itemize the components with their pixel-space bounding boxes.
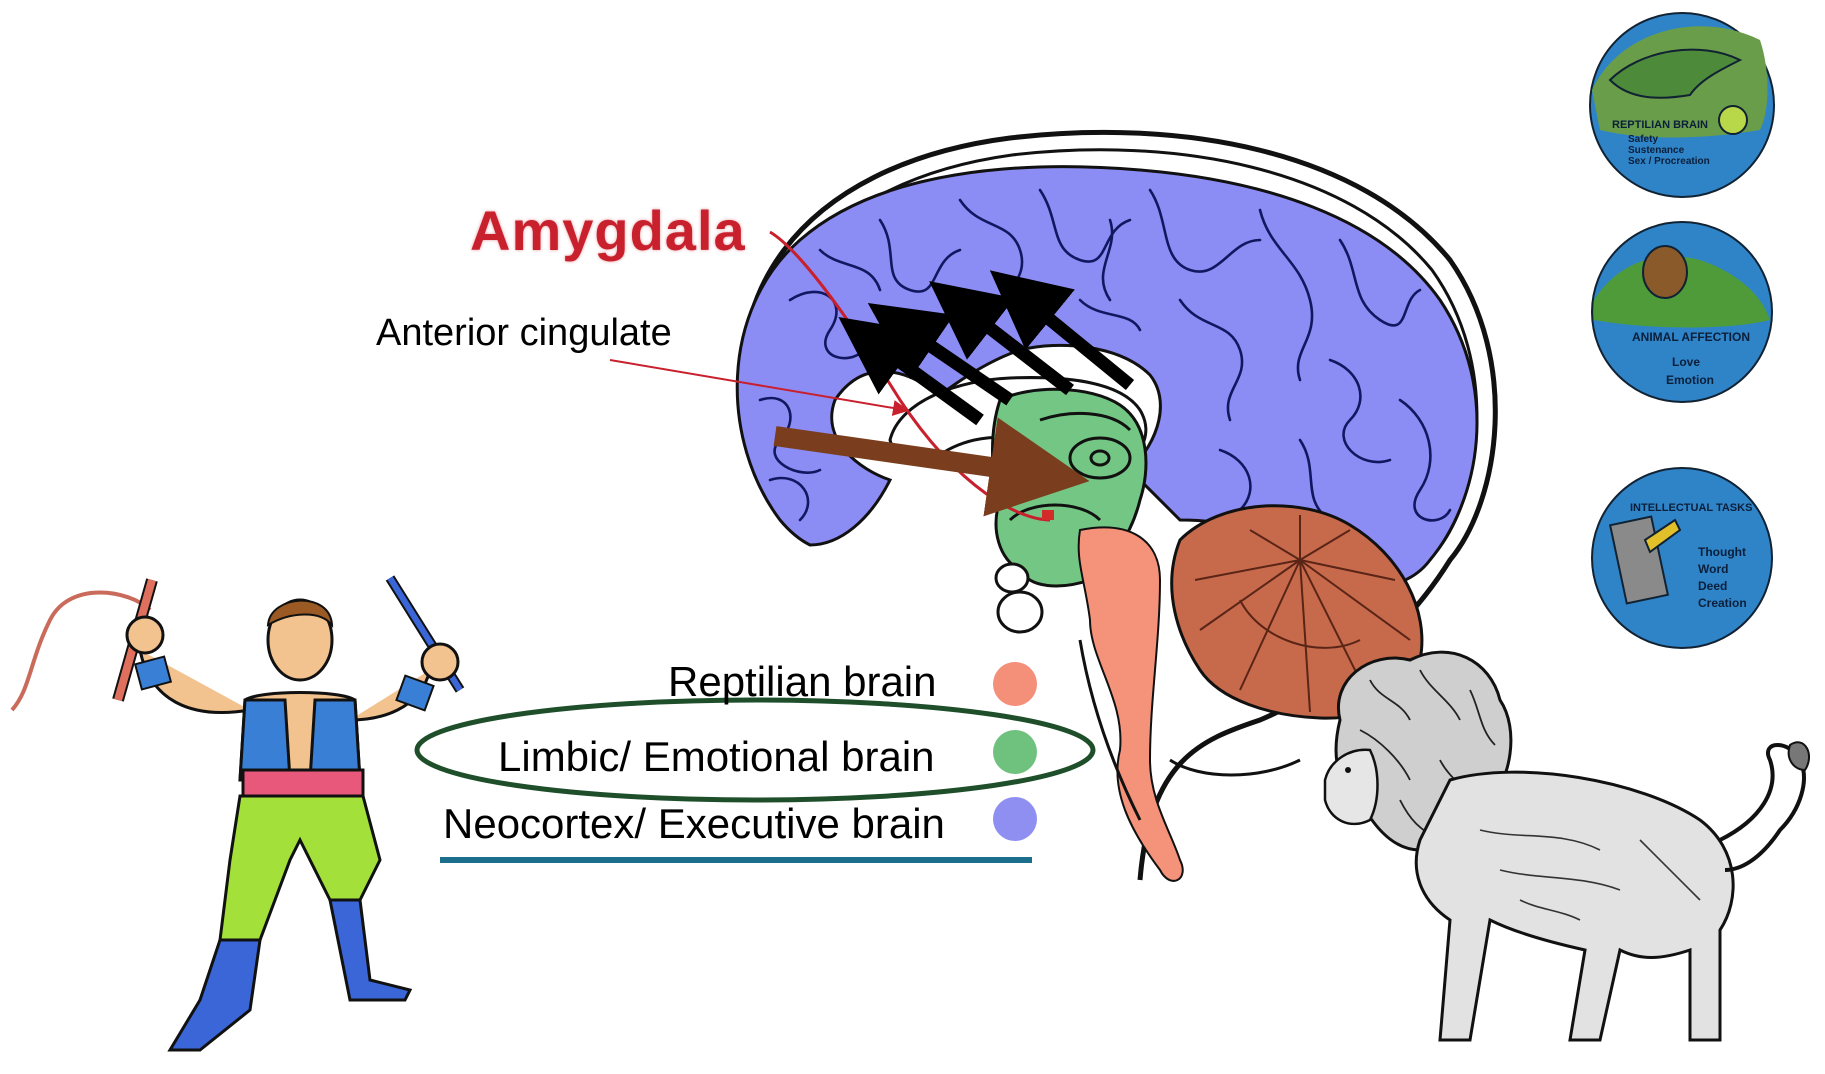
intellectual-badge-line-2: Word: [1698, 562, 1728, 576]
reptilian-badge-title: REPTILIAN BRAIN: [1612, 119, 1708, 131]
affection-badge-title: ANIMAL AFFECTION: [1632, 330, 1750, 344]
intellectual-badge-line-1: Thought: [1698, 545, 1746, 559]
reptilian-badge-line-1: Safety: [1628, 134, 1658, 145]
affection-badge-line-1: Love: [1672, 355, 1700, 369]
intellectual-badge-line-4: Creation: [1698, 596, 1747, 610]
intellectual-badge-line-3: Deed: [1698, 579, 1727, 593]
monkey-icon: [1643, 246, 1687, 298]
reptilian-badge-line-2: Sustenance: [1628, 145, 1684, 156]
affection-badge-line-2: Emotion: [1666, 373, 1714, 387]
reptilian-badge-line-3: Sex / Procreation: [1628, 156, 1710, 167]
intellectual-badge-title: INTELLECTUAL TASKS: [1630, 502, 1752, 514]
